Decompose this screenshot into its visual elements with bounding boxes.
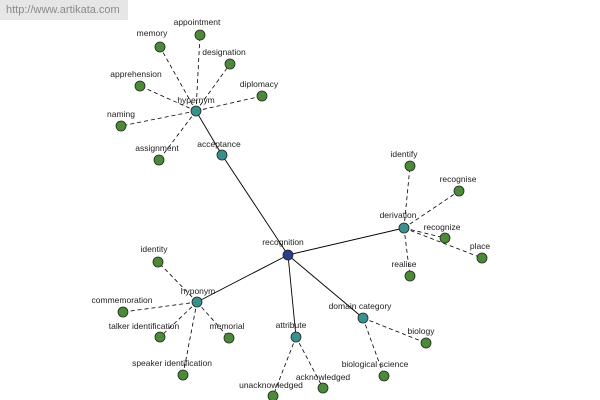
edge-recognition-to-domain-category [287, 254, 364, 319]
label-identify: identify [391, 149, 419, 159]
node-identity[interactable] [152, 256, 164, 268]
node-unacknowledged[interactable] [267, 390, 279, 400]
edge-hypernym-to-apprehension [139, 85, 197, 112]
edge-acceptance-to-hypernym [195, 110, 223, 156]
edge-hyponym-to-identity [157, 261, 198, 303]
node-memorial[interactable] [223, 332, 235, 344]
edge-domain-category-to-biological-science [362, 317, 385, 377]
label-hyponym: hyponym [181, 286, 216, 296]
label-place: place [470, 241, 491, 251]
edge-hypernym-to-diplomacy [195, 95, 263, 112]
nodes-layer [115, 29, 488, 400]
label-assignment: assignment [135, 143, 179, 153]
label-acceptance: acceptance [197, 139, 241, 149]
edge-recognition-to-attribute [287, 254, 297, 338]
node-assignment[interactable] [153, 154, 165, 166]
node-biology[interactable] [420, 337, 432, 349]
label-acknowledged: acknowledged [296, 372, 351, 382]
label-speaker-identification: speaker identification [132, 358, 212, 368]
label-apprehension: apprehension [110, 69, 162, 79]
label-biological-science: biological science [342, 359, 409, 369]
edge-recognition-to-derivation [287, 227, 405, 256]
edge-domain-category-to-biology [362, 317, 427, 344]
label-appointment: appointment [174, 17, 221, 27]
node-speaker-identification[interactable] [177, 369, 189, 381]
edge-hypernym-to-appointment [195, 34, 201, 112]
label-recognise: recognise [440, 174, 477, 184]
label-derivation: derivation [380, 210, 417, 220]
label-commemoration: commemoration [92, 295, 153, 305]
node-derivation[interactable] [398, 222, 410, 234]
label-talker-identification: talker identification [109, 321, 180, 331]
node-realise[interactable] [404, 270, 416, 282]
node-place[interactable] [476, 252, 488, 264]
node-attribute[interactable] [290, 331, 302, 343]
label-attribute: attribute [276, 320, 307, 330]
node-recognize[interactable] [439, 232, 451, 244]
node-domain-category[interactable] [357, 312, 369, 324]
edge-derivation-to-realise [403, 227, 411, 277]
edge-hyponym-to-commemoration [122, 301, 198, 313]
edge-hyponym-to-talker-identification [159, 301, 198, 338]
edge-attribute-to-unacknowledged [272, 336, 297, 397]
label-recognition: recognition [262, 237, 304, 247]
edge-hypernym-to-memory [159, 46, 197, 112]
labels-layer: recognition hypernym hyponym derivation doma… [92, 17, 491, 390]
label-memory: memory [137, 28, 168, 38]
node-acknowledged[interactable] [317, 382, 329, 394]
node-hyponym[interactable] [191, 296, 203, 308]
node-recognise[interactable] [453, 185, 465, 197]
label-recognize: recognize [424, 222, 461, 232]
label-memorial: memorial [210, 321, 245, 331]
node-memory[interactable] [154, 41, 166, 53]
node-naming[interactable] [115, 120, 127, 132]
label-realise: realise [391, 259, 416, 269]
node-commemoration[interactable] [117, 306, 129, 318]
edge-recognition-to-hyponym [196, 254, 289, 303]
node-identify[interactable] [404, 160, 416, 172]
label-biology: biology [408, 326, 436, 336]
node-biological-science[interactable] [378, 370, 390, 382]
node-hypernym[interactable] [190, 105, 202, 117]
node-diplomacy[interactable] [256, 90, 268, 102]
label-naming: naming [107, 109, 135, 119]
edges-layer [120, 34, 483, 397]
label-hypernym: hypernym [177, 95, 214, 105]
edge-hypernym-to-naming [120, 110, 197, 127]
edge-derivation-to-recognize [403, 227, 446, 239]
edge-derivation-to-identify [403, 165, 411, 229]
label-unacknowledged: unacknowledged [239, 380, 303, 390]
edge-hypernym-to-assignment [158, 110, 197, 161]
node-apprehension[interactable] [134, 80, 146, 92]
node-recognition[interactable] [282, 249, 294, 261]
watermark-url: http://www.artikata.com [0, 0, 128, 20]
edge-recognition-to-acceptance [221, 154, 289, 256]
label-identity: identity [141, 244, 169, 254]
edge-hyponym-to-speaker-identification [182, 301, 198, 376]
label-designation: designation [202, 47, 246, 57]
label-domain-category: domain category [329, 301, 393, 311]
label-diplomacy: diplomacy [240, 79, 279, 89]
edge-hyponym-to-memorial [196, 301, 230, 339]
edge-attribute-to-acknowledged [295, 336, 324, 389]
node-acceptance[interactable] [216, 149, 228, 161]
node-designation[interactable] [224, 58, 236, 70]
edge-hypernym-to-designation [195, 63, 231, 112]
node-appointment[interactable] [194, 29, 206, 41]
node-talker-identification[interactable] [154, 331, 166, 343]
